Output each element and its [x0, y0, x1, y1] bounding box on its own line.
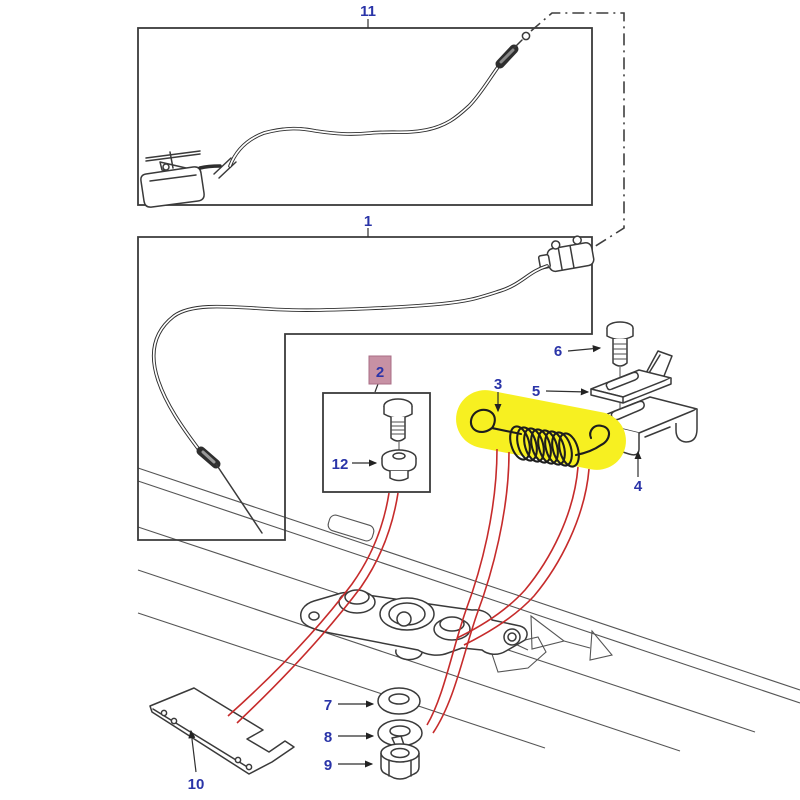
panel-cutout-slot [327, 514, 375, 542]
nut-9 [380, 743, 420, 780]
callout-6: 6 [554, 343, 562, 360]
dash-dot-reference-line [530, 12, 625, 248]
detail-box-2 [322, 392, 431, 493]
callout-4: 4 [634, 478, 643, 495]
callout-8: 8 [324, 729, 332, 746]
release-handle [140, 150, 205, 208]
callout-labels: 11 1 2 3 4 5 6 7 8 9 10 12 [188, 3, 643, 793]
callout-12: 12 [332, 456, 349, 473]
callout-9: 9 [324, 757, 332, 774]
frame-box-1 [137, 236, 593, 541]
callout-7: 7 [324, 697, 332, 714]
grommet-12 [381, 449, 417, 482]
bolt-2 [383, 398, 413, 460]
frame-box-11 [137, 27, 593, 206]
cable-assembly-11 [140, 31, 531, 208]
cable-assembly-1 [151, 235, 595, 534]
cable-end-fitting [537, 235, 595, 273]
latch-right-tab [503, 628, 521, 646]
callout-2: 2 [376, 364, 384, 381]
callout-10: 10 [188, 776, 205, 793]
hood-latch-assembly [300, 589, 528, 661]
latch-center-ring [379, 597, 435, 631]
callout-3: 3 [494, 376, 502, 393]
callout-leaders [188, 19, 642, 773]
bracket-10 [149, 687, 295, 775]
plate-5 [590, 350, 673, 404]
red-locator-lines [227, 448, 590, 734]
callout-1: 1 [364, 213, 372, 230]
washer-7 [377, 687, 421, 715]
spring-3 [469, 408, 611, 468]
bolt-6 [606, 321, 634, 412]
panel-darts [530, 614, 613, 661]
callout-11: 11 [360, 3, 376, 20]
callout-5: 5 [532, 383, 540, 400]
latch-right-stud [433, 616, 471, 641]
highlight-pink [368, 355, 392, 385]
